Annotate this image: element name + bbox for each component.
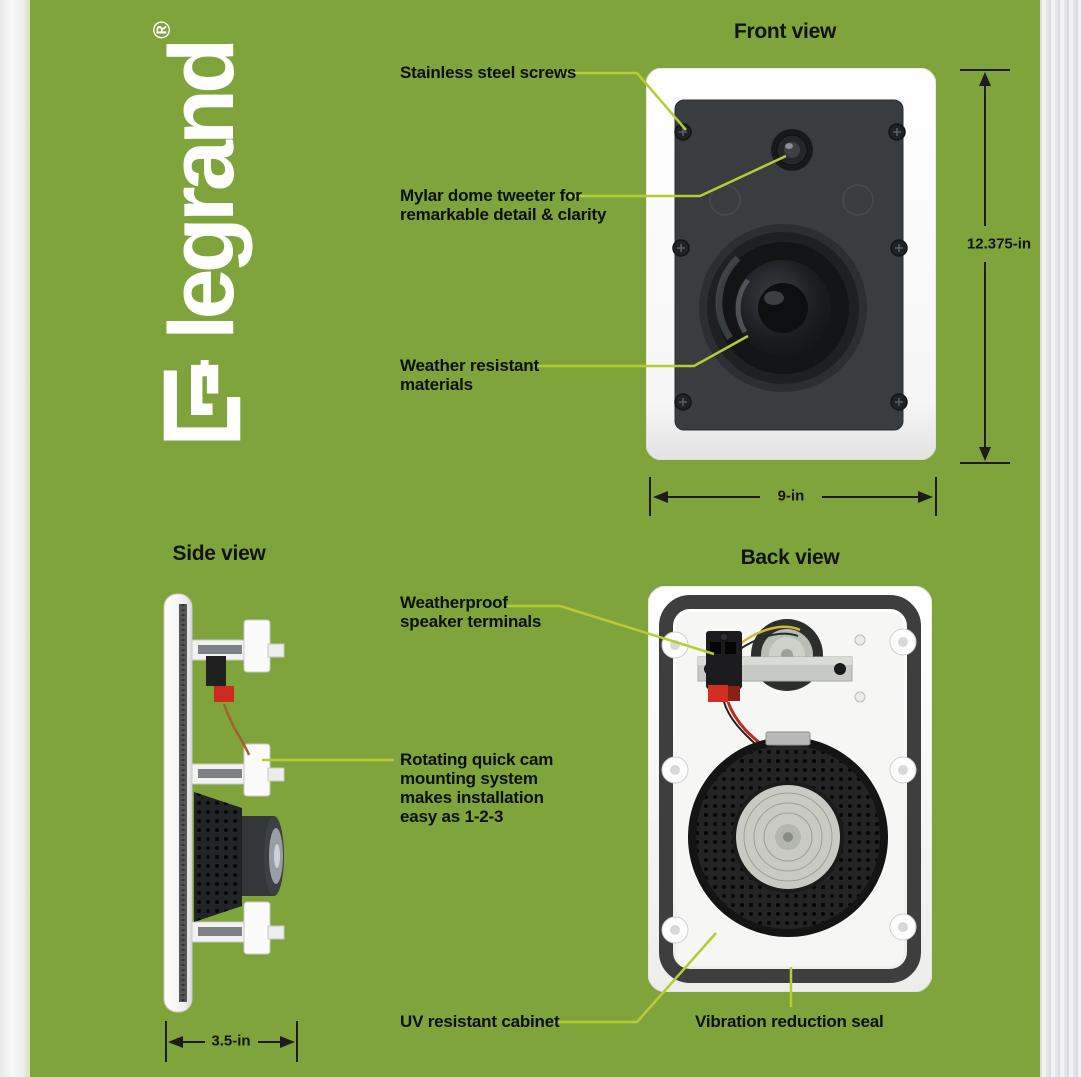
callout-cabinet: UV resistant cabinet [400, 1012, 560, 1031]
callout-terminals-line1: Weatherproof [400, 593, 508, 612]
cam-bracket-top [191, 619, 285, 673]
side-flange [163, 593, 193, 1013]
left-page-edge [0, 0, 30, 1077]
front-view-image [645, 67, 937, 465]
woofer-magnet [688, 731, 888, 937]
callout-tweeter: Mylar dome tweeter for remarkable detail… [400, 186, 606, 224]
terminal-red-clip [708, 685, 728, 702]
callout-materials: Weather resistant materials [400, 356, 539, 394]
callout-cabinet-line1: UV resistant cabinet [400, 1012, 560, 1031]
legrand-logo: legrand ® [147, 21, 257, 448]
back-view-title: Back view [740, 546, 840, 569]
callout-line-terminals [506, 604, 715, 656]
callout-mounting-line4: easy as 1-2-3 [400, 807, 504, 826]
callout-tweeter-line2: remarkable detail & clarity [400, 205, 607, 224]
dimension-lines [165, 69, 1010, 1062]
callout-materials-line2: materials [400, 375, 473, 394]
cam-bracket-middle [191, 743, 285, 797]
callout-line-tweeter [568, 154, 787, 198]
callout-terminals-line2: speaker terminals [400, 612, 542, 631]
depth-dimension-label: 3.5-in [211, 1032, 251, 1050]
baffle-hole-right [842, 184, 874, 216]
callout-line-screws [558, 71, 687, 131]
callout-line-materials [534, 334, 749, 368]
side-terminal [206, 656, 251, 756]
callout-materials-line1: Weather resistant [400, 356, 539, 375]
dimension-arrowheads [168, 72, 991, 1048]
cam-bracket-bottom [191, 901, 285, 955]
callout-seal-line1: Vibration reduction seal [695, 1012, 884, 1031]
callout-seal: Vibration reduction seal [695, 1012, 884, 1031]
legrand-logo-icon [163, 360, 241, 441]
cam-fasteners [661, 628, 917, 944]
callout-screws-line1: Stainless steel screws [400, 63, 577, 82]
woofer [699, 224, 867, 392]
side-view-image [150, 592, 330, 1019]
side-view-title: Side view [172, 542, 266, 565]
width-dimension-label: 9-in [777, 487, 805, 505]
front-screws [672, 123, 908, 411]
callout-terminals: Weatherproof speaker terminals [400, 593, 541, 631]
callout-mounting-line1: Rotating quick cam [400, 750, 554, 769]
callout-mounting: Rotating quick cam mounting system makes… [400, 750, 553, 826]
callout-screws: Stainless steel screws [400, 63, 576, 82]
speaker-terminal-block [706, 631, 742, 702]
side-woofer-basket [194, 792, 284, 922]
callout-line-cabinet [553, 932, 717, 1024]
front-view-title: Front view [733, 20, 837, 43]
right-page-edge [1040, 0, 1081, 1077]
callout-tweeter-line1: Mylar dome tweeter for [400, 186, 582, 205]
callout-mounting-line3: makes installation [400, 788, 544, 807]
callout-lines [262, 71, 793, 1024]
callout-mounting-line2: mounting system [400, 769, 538, 788]
back-view-image [647, 585, 933, 997]
height-dimension-label: 12.375-in [966, 235, 1032, 253]
